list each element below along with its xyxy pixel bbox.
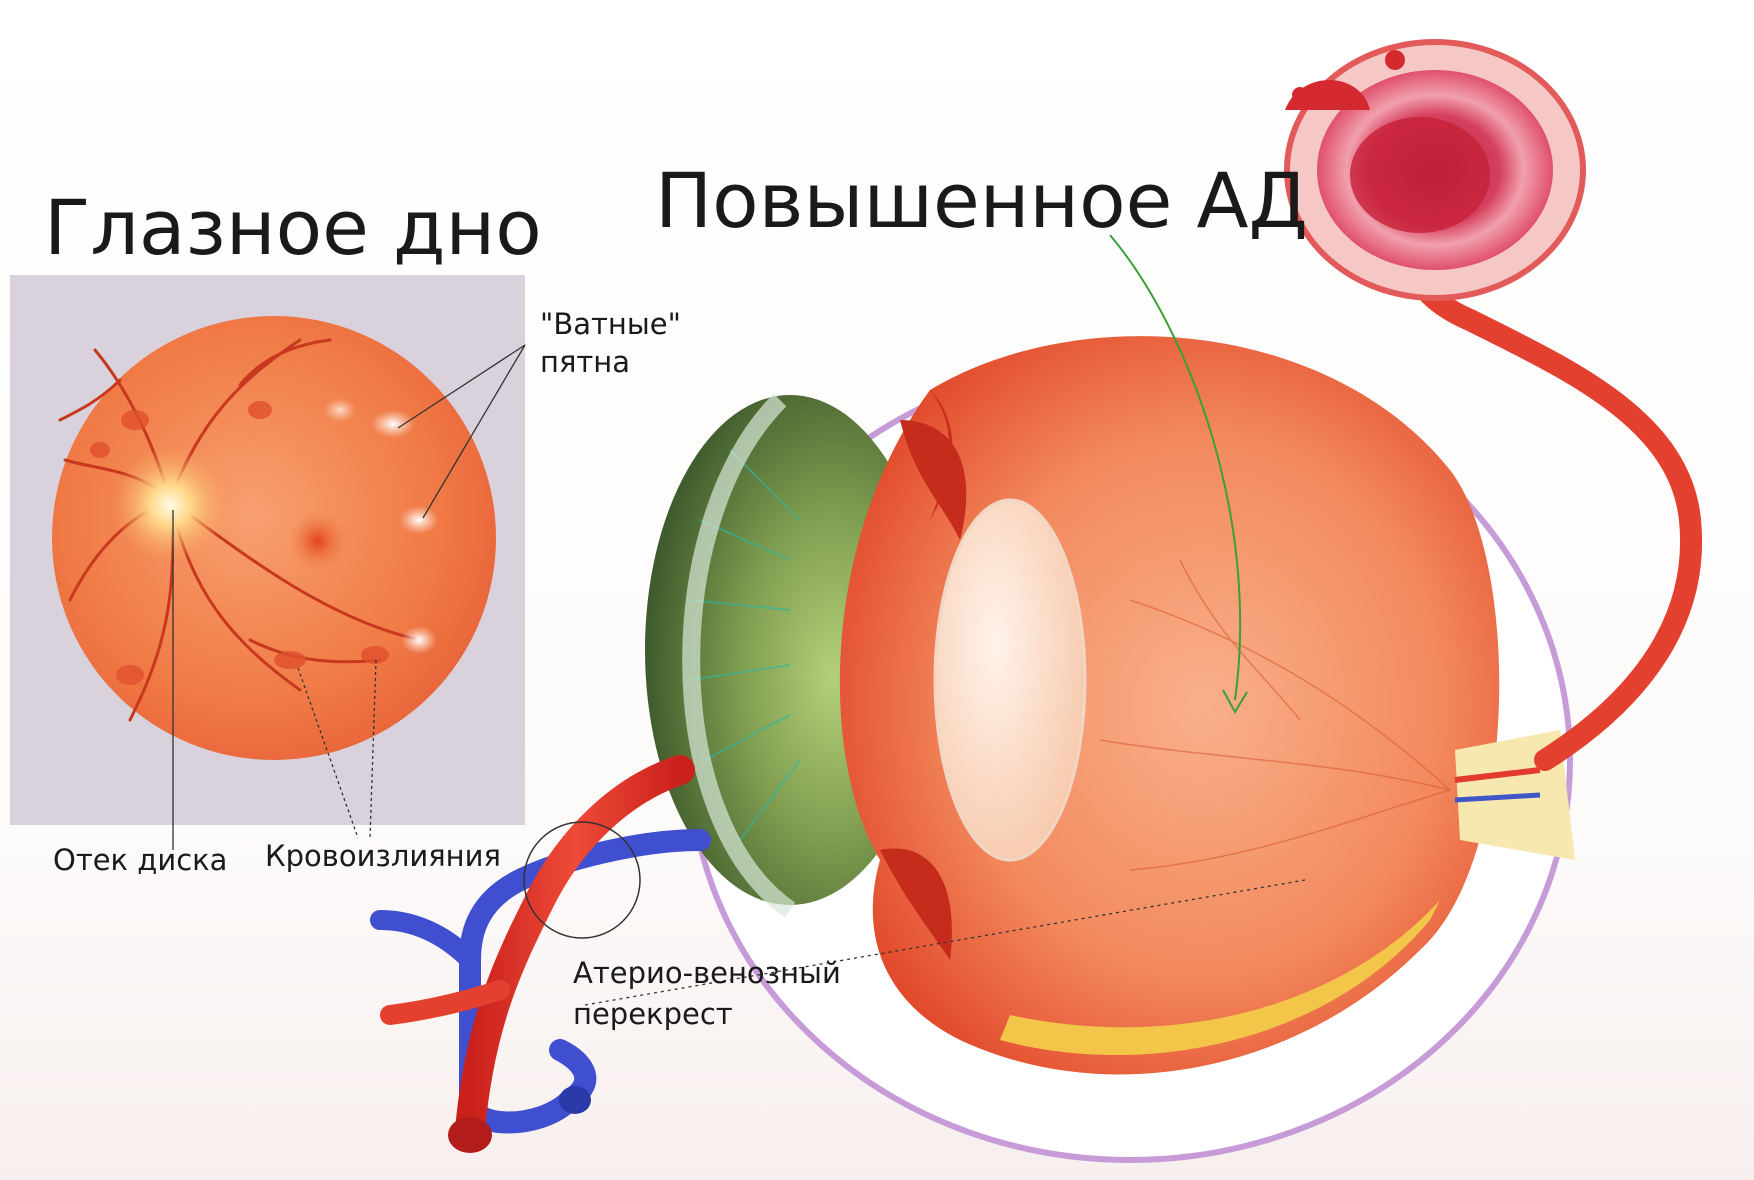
vein-lumen xyxy=(559,1086,591,1114)
fundus-title: Глазное дно xyxy=(44,190,542,266)
fundus-panel xyxy=(10,275,525,850)
av-crossing-label: Атерио-венозный перекрест xyxy=(573,953,841,1034)
cotton-wool-label-line1: "Ватные" xyxy=(540,305,681,343)
pressure-title: Повышенное АД xyxy=(655,163,1308,239)
av-crossing-label-line2: перекрест xyxy=(573,994,841,1035)
av-crossing-label-line1: Атерио-венозный xyxy=(573,953,841,994)
disc-edema-label: Отек диска xyxy=(53,842,227,878)
macula xyxy=(288,511,348,571)
lens xyxy=(935,500,1085,860)
optic-disc-swelling xyxy=(112,447,228,563)
cotton-wool-label: "Ватные" пятна xyxy=(540,305,681,382)
hemorrhages-label: Кровоизлияния xyxy=(265,838,501,874)
artery-lumen xyxy=(448,1117,492,1153)
artery-cross-section xyxy=(1285,42,1583,298)
cotton-wool-label-line2: пятна xyxy=(540,343,681,381)
vein-branch xyxy=(380,920,470,960)
